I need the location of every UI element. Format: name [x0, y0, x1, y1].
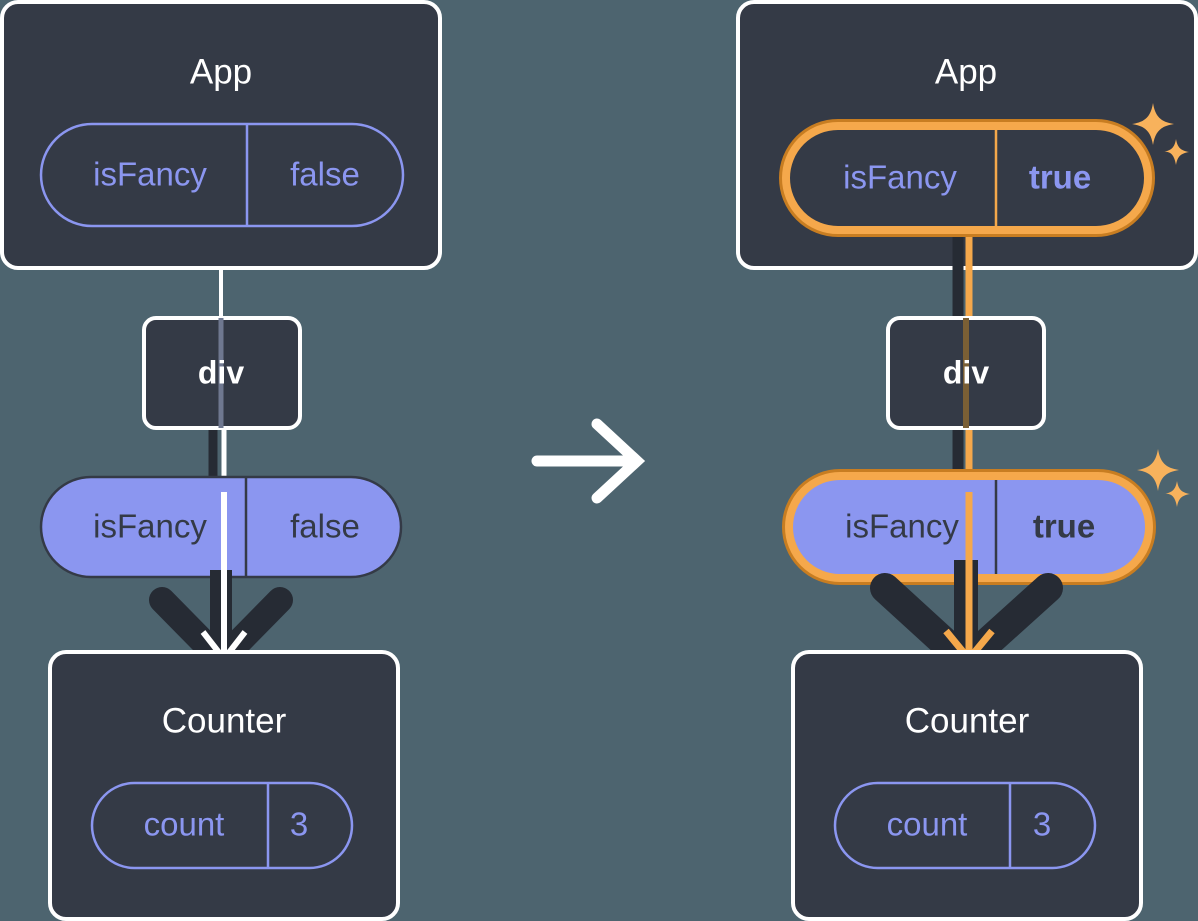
app-title-left: App	[190, 52, 252, 91]
pill-name-left-props: isFancy	[93, 508, 207, 545]
div-box-right: div	[886, 316, 1046, 430]
app-box-background-left	[0, 0, 442, 270]
counter-state-pill-left: count 3	[90, 781, 354, 870]
pill-name-right-counter: count	[887, 806, 968, 843]
pill-name-left-counter: count	[144, 806, 225, 843]
div-label-left: div	[198, 354, 244, 390]
pill-value-right-props: true	[1033, 508, 1095, 545]
counter-state-pill-right: count 3	[833, 781, 1097, 870]
app-state-pill-left: isFancy false	[39, 122, 405, 228]
counter-title-right: Counter	[905, 701, 1030, 740]
pill-outline-left-counter	[90, 781, 354, 870]
props-pill-right: isFancy true	[782, 469, 1156, 585]
div-label-right: div	[943, 354, 989, 390]
pill-value-left-counter: 3	[290, 806, 308, 843]
counter-box-right: Counter	[791, 650, 1143, 921]
app-title-right: App	[935, 52, 997, 91]
pill-name-right-props: isFancy	[845, 508, 959, 545]
div-box-left: div	[142, 316, 302, 430]
counter-title-left: Counter	[162, 701, 287, 740]
pill-name-right-app: isFancy	[843, 159, 957, 196]
pill-value-right-counter: 3	[1033, 806, 1051, 843]
transition-arrow-right-icon	[531, 418, 646, 504]
app-state-pill-right: isFancy true	[779, 119, 1155, 237]
pill-outline-right-counter	[833, 781, 1097, 870]
pill-outline-left-app	[39, 122, 405, 228]
pill-value-right-app: true	[1029, 159, 1091, 196]
pill-value-left-props: false	[290, 508, 360, 545]
pill-name-left-app: isFancy	[93, 156, 207, 193]
pill-highlight-inner-right-app	[782, 122, 1152, 234]
pill-value-left-app: false	[290, 156, 360, 193]
panel-after: App isFancy true	[736, 0, 1198, 921]
counter-box-background-right	[791, 650, 1143, 921]
counter-box-left: Counter	[48, 650, 400, 921]
counter-box-background-left	[48, 650, 400, 921]
panel-before: App isFancy false div	[0, 0, 442, 921]
app-box-left: App	[0, 0, 442, 270]
